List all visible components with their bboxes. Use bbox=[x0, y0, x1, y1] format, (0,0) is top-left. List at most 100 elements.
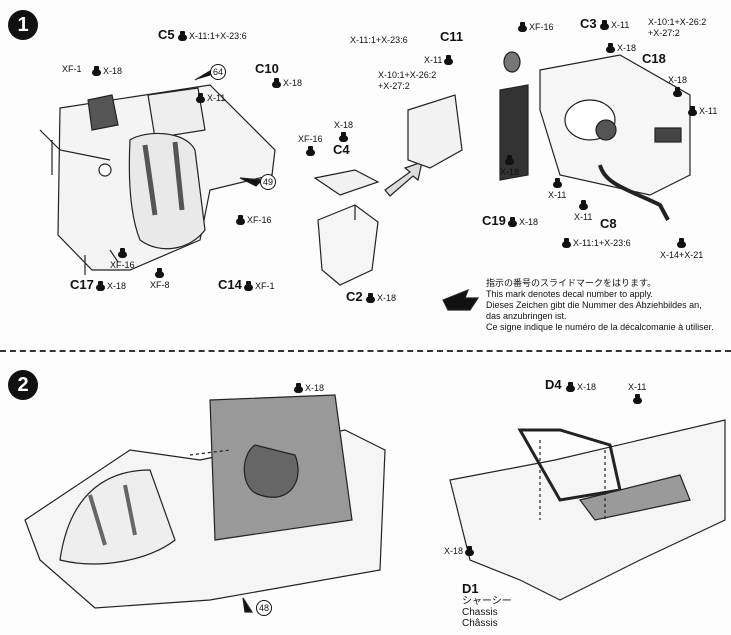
paint-code: X-11:1+X-23:6 bbox=[350, 35, 408, 45]
paint-xf16-c11: XF-16 bbox=[518, 22, 554, 32]
paint-bottle-icon bbox=[305, 146, 315, 156]
paint-x18-top-left: X-18 bbox=[92, 66, 122, 76]
paint-bottle-icon bbox=[96, 281, 105, 291]
paint-code: X-11 bbox=[424, 55, 443, 65]
paint-bottle-icon bbox=[673, 87, 682, 97]
paint-mix-c11: X-10:1+X-26:2 +X-27:2 bbox=[378, 70, 436, 92]
paint-mix-c3: X-10:1+X-26:2 +X-27:2 bbox=[648, 17, 706, 39]
part-label-c5: C5 bbox=[158, 27, 175, 42]
paint-x11-c8a: X-11 bbox=[548, 178, 566, 200]
paint-c10: X-18 bbox=[272, 78, 302, 88]
paint-code: X-11:1+X-23:6 bbox=[573, 238, 631, 248]
paint-code: X-11 bbox=[628, 382, 647, 392]
note-jp: 指示の番号のスライドマークをはります。 bbox=[486, 278, 657, 288]
paint-bottle-icon bbox=[294, 383, 303, 393]
paint-bottle-icon bbox=[236, 215, 245, 225]
paint-code: X-18 bbox=[103, 66, 123, 76]
paint-code: X-11 bbox=[574, 212, 593, 222]
note-de-1: Dieses Zeichen gibt die Nummer des Abzie… bbox=[486, 300, 702, 310]
decal-legend-note: 指示の番号のスライドマークをはります。 This mark denotes de… bbox=[486, 278, 714, 333]
paint-bottle-icon bbox=[272, 78, 281, 88]
paint-bottle-icon bbox=[196, 93, 205, 103]
paint-bottle-icon bbox=[92, 66, 101, 76]
paint-xf16-left: XF-16 bbox=[110, 248, 135, 270]
paint-xf8: XF-8 bbox=[150, 268, 170, 290]
step-divider bbox=[0, 350, 731, 352]
paint-bottle-icon bbox=[366, 293, 375, 303]
paint-bottle-icon bbox=[178, 31, 187, 41]
part-label-c19: C19 bbox=[482, 213, 506, 228]
chassis-fr: Châssis bbox=[462, 618, 498, 629]
chassis-en: Chassis bbox=[462, 607, 498, 618]
paint-c19: X-18 bbox=[508, 217, 538, 227]
paint-bottle-icon bbox=[606, 43, 615, 53]
part-label-c18: C18 bbox=[642, 51, 666, 66]
paint-code: X-18 bbox=[617, 43, 637, 53]
paint-code: XF-16 bbox=[110, 260, 135, 270]
paint-code: X-10:1+X-26:2 bbox=[378, 70, 437, 80]
part-label-d1: D1 bbox=[462, 581, 479, 596]
paint-code: X-11 bbox=[611, 20, 630, 30]
paint-code: X-11 bbox=[699, 106, 718, 116]
paint-code: +X-27:2 bbox=[648, 28, 680, 38]
step-1-badge: 1 bbox=[8, 10, 38, 40]
part-label-c3: C3 bbox=[580, 16, 597, 31]
chassis-caption: シャーシー Chassis Châssis bbox=[462, 596, 512, 629]
seatback-part-drawing bbox=[313, 169, 380, 286]
part-label-c14: C14 bbox=[218, 277, 242, 292]
paint-bottle-icon bbox=[444, 55, 454, 65]
paint-code: XF-16 bbox=[529, 22, 554, 32]
part-label-c8: C8 bbox=[600, 216, 617, 231]
paint-x18-chassis: X-18 bbox=[444, 546, 475, 556]
paint-x11-c5: X-11 bbox=[196, 93, 225, 103]
paint-xf16-c4: XF-16 bbox=[298, 134, 323, 156]
paint-x14: X-14+X-21 bbox=[660, 238, 703, 260]
paint-code: XF-16 bbox=[247, 215, 272, 225]
paint-code: X-18 bbox=[305, 383, 325, 393]
paint-code: X-18 bbox=[500, 167, 520, 177]
part-label-c17: C17 bbox=[70, 277, 94, 292]
paint-bottle-icon bbox=[508, 217, 517, 227]
paint-x18-c18: X-18 bbox=[668, 75, 687, 97]
paint-bottle-icon bbox=[632, 394, 642, 404]
paint-c2: X-18 bbox=[366, 293, 396, 303]
paint-d4: X-18 bbox=[566, 382, 596, 392]
paint-bottle-icon bbox=[677, 238, 687, 248]
paint-bottle-icon bbox=[600, 20, 609, 30]
part-label-d4: D4 bbox=[545, 377, 562, 392]
decal-marker-49: 49 bbox=[260, 174, 276, 190]
paint-c5: X-11:1+X-23:6 bbox=[178, 31, 247, 41]
paint-bottle-icon bbox=[339, 132, 348, 142]
paint-code: XF-8 bbox=[150, 280, 170, 290]
paint-bottle-icon bbox=[465, 546, 475, 556]
paint-code: XF-1 bbox=[255, 281, 275, 291]
paint-bottle-icon bbox=[244, 281, 253, 291]
paint-x18-c19a: X-18 bbox=[500, 155, 519, 177]
paint-bottle-icon bbox=[117, 248, 127, 258]
decal-arrow-49 bbox=[239, 177, 264, 187]
paint-x11-chassis: X-11 bbox=[628, 382, 646, 404]
paint-x18-c4: X-18 bbox=[334, 120, 353, 142]
paint-bottle-icon bbox=[578, 200, 588, 210]
paint-c8: X-11:1+X-23:6 bbox=[562, 238, 631, 248]
part-label-c11: C11 bbox=[440, 29, 464, 44]
paint-code: X-11:1+X-23:6 bbox=[189, 31, 247, 41]
paint-code: X-14+X-21 bbox=[660, 250, 704, 260]
paint-c17: X-18 bbox=[96, 281, 126, 291]
paint-code: X-18 bbox=[668, 75, 688, 85]
paint-xf16-seat: XF-16 bbox=[236, 215, 272, 225]
paint-code: X-18 bbox=[107, 281, 127, 291]
paint-code: X-18 bbox=[377, 293, 397, 303]
paint-xf1-top: XF-1 bbox=[62, 64, 82, 74]
part-label-c10: C10 bbox=[255, 61, 279, 76]
note-en: This mark denotes decal number to apply. bbox=[486, 289, 653, 299]
paint-bottle-icon bbox=[518, 22, 527, 32]
paint-code: X-11 bbox=[548, 190, 567, 200]
note-fr: Ce signe indique le numéro de la décalco… bbox=[486, 322, 714, 332]
paint-code: X-10:1+X-26:2 bbox=[648, 17, 707, 27]
paint-bottle-icon bbox=[566, 382, 575, 392]
paint-code: X-18 bbox=[334, 120, 354, 130]
paint-code: X-18 bbox=[444, 546, 464, 556]
paint-x11-mid: X-11 bbox=[424, 55, 454, 65]
